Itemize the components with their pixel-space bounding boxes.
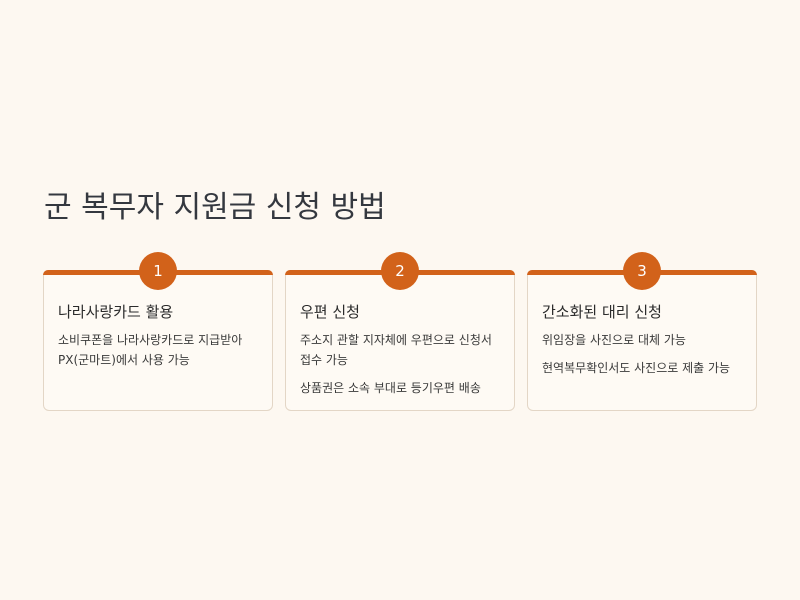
card-title: 우편 신청 xyxy=(300,303,360,321)
step-card-3: 3 간소화된 대리 신청 위임장을 사진으로 대체 가능 현역복무확인서도 사진… xyxy=(527,252,757,411)
step-card-2: 2 우편 신청 주소지 관할 지자체에 우편으로 신청서 접수 가능 상품권은 … xyxy=(285,252,515,411)
card-line: 상품권은 소속 부대로 등기우편 배송 xyxy=(300,381,481,395)
step-number-badge: 3 xyxy=(623,252,661,290)
card-description: 위임장을 사진으로 대체 가능 현역복무확인서도 사진으로 제출 가능 xyxy=(542,330,746,386)
card-line: 현역복무확인서도 사진으로 제출 가능 xyxy=(542,361,731,375)
card-line: 주소지 관할 지자체에 우편으로 신청서 접수 가능 xyxy=(300,333,492,367)
step-number-badge: 1 xyxy=(139,252,177,290)
card-line: 소비쿠폰을 나라사랑카드로 지급받아 PX(군마트)에서 사용 가능 xyxy=(58,333,243,367)
card-line: 위임장을 사진으로 대체 가능 xyxy=(542,333,686,347)
page-title: 군 복무자 지원금 신청 방법 xyxy=(44,190,386,225)
card-description: 주소지 관할 지자체에 우편으로 신청서 접수 가능 상품권은 소속 부대로 등… xyxy=(300,330,504,406)
card-title: 간소화된 대리 신청 xyxy=(542,303,662,321)
step-number-badge: 2 xyxy=(381,252,419,290)
step-card-1: 1 나라사랑카드 활용 소비쿠폰을 나라사랑카드로 지급받아 PX(군마트)에서… xyxy=(43,252,273,411)
card-description: 소비쿠폰을 나라사랑카드로 지급받아 PX(군마트)에서 사용 가능 xyxy=(58,330,262,378)
card-title: 나라사랑카드 활용 xyxy=(58,303,174,321)
